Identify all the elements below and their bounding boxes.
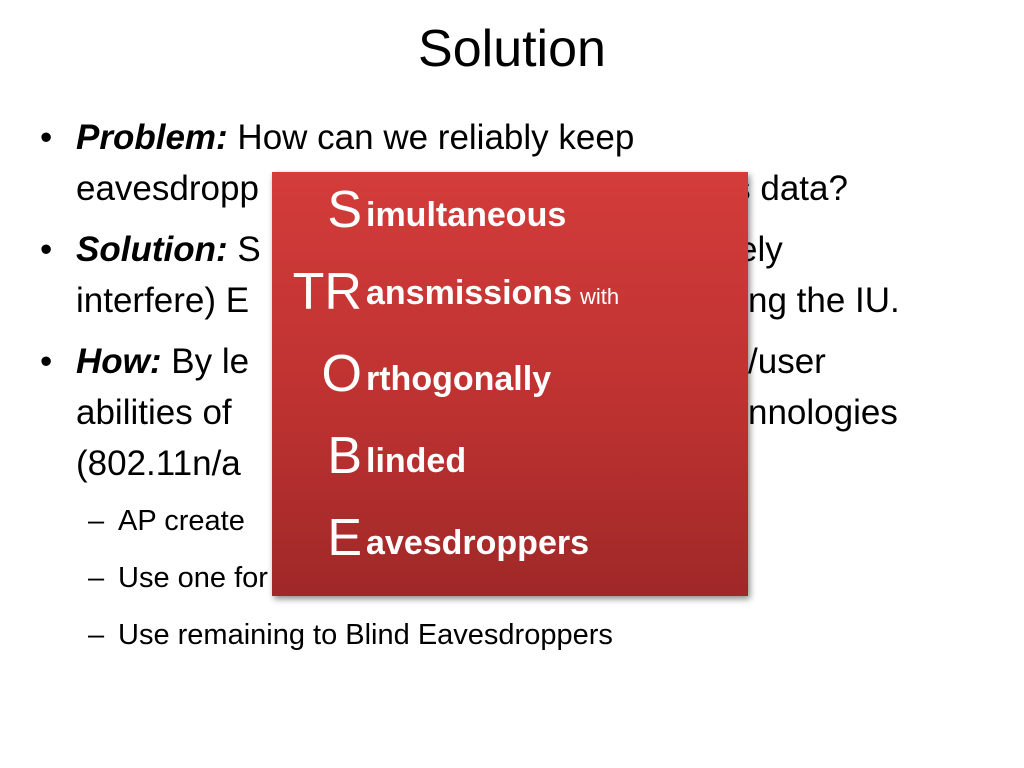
bullet-text-tail: /user xyxy=(748,342,826,381)
acronym-word: linded xyxy=(366,442,467,480)
acronym-row: S imultaneous xyxy=(272,172,748,254)
subbullet-text: AP create xyxy=(118,505,245,537)
subbullet-item: – Use remaining to Blind Eavesdroppers xyxy=(34,613,994,658)
bullet-line: interfere) E ng the IU. xyxy=(76,275,994,326)
acronym-letter: B xyxy=(327,427,362,485)
slide-title: Solution xyxy=(418,20,606,78)
acronym-letter: E xyxy=(327,509,362,567)
bullet-line: How: By le/user xyxy=(76,336,994,387)
bullet-text: S xyxy=(227,230,261,269)
subbullet-dash: – xyxy=(88,505,105,537)
bullet-keyword: How: xyxy=(76,342,162,381)
bullet-line: abilities of nnologies xyxy=(76,387,994,438)
strobe-acronym-box: S imultaneous TR ansmissions with O rthog… xyxy=(272,172,748,596)
bullet-dot: • xyxy=(40,342,53,381)
bullet-text: By le xyxy=(161,342,250,381)
acronym-connector: with xyxy=(579,284,620,309)
bullet-text: eavesdropp xyxy=(76,169,259,208)
bullet-line: Problem: How can we reliably keep xyxy=(76,112,994,163)
subbullet-dash: – xyxy=(88,619,105,651)
acronym-letter: O xyxy=(321,345,362,403)
acronym-word: rthogonally xyxy=(366,360,552,398)
subbullet-dash: – xyxy=(88,562,105,594)
bullet-text-tail: ng the IU. xyxy=(748,281,900,320)
acronym-word: imultaneous xyxy=(366,196,567,234)
subbullet-item: – AP create xyxy=(34,499,994,544)
bullet-text: How can we reliably keep xyxy=(227,118,635,157)
bullet-text: (802.11n/a xyxy=(76,444,241,483)
acronym-word: avesdroppers xyxy=(366,524,589,562)
bullet-keyword: Solution: xyxy=(76,230,228,269)
acronym-row: B linded xyxy=(272,418,748,500)
bullet-dot: • xyxy=(40,230,53,269)
acronym-word-group: ansmissions with xyxy=(366,276,619,314)
bullet-text-tail: nnologies xyxy=(748,393,898,432)
bullet-line: (802.11n/a xyxy=(76,438,994,489)
acronym-letter: S xyxy=(327,181,362,239)
bullet-text: interfere) E xyxy=(76,281,250,320)
subbullet-text: Use remaining to Blind Eavesdroppers xyxy=(118,619,613,651)
bullet-keyword: Problem: xyxy=(76,118,228,157)
acronym-row: E avesdroppers xyxy=(272,500,748,582)
acronym-letter: TR xyxy=(292,263,362,321)
acronym-word: ansmissions xyxy=(366,274,572,312)
acronym-row: O rthogonally xyxy=(272,336,748,418)
bullet-text: abilities of xyxy=(76,393,232,432)
bullet-dot: • xyxy=(40,118,53,157)
acronym-row: TR ansmissions with xyxy=(272,254,748,336)
